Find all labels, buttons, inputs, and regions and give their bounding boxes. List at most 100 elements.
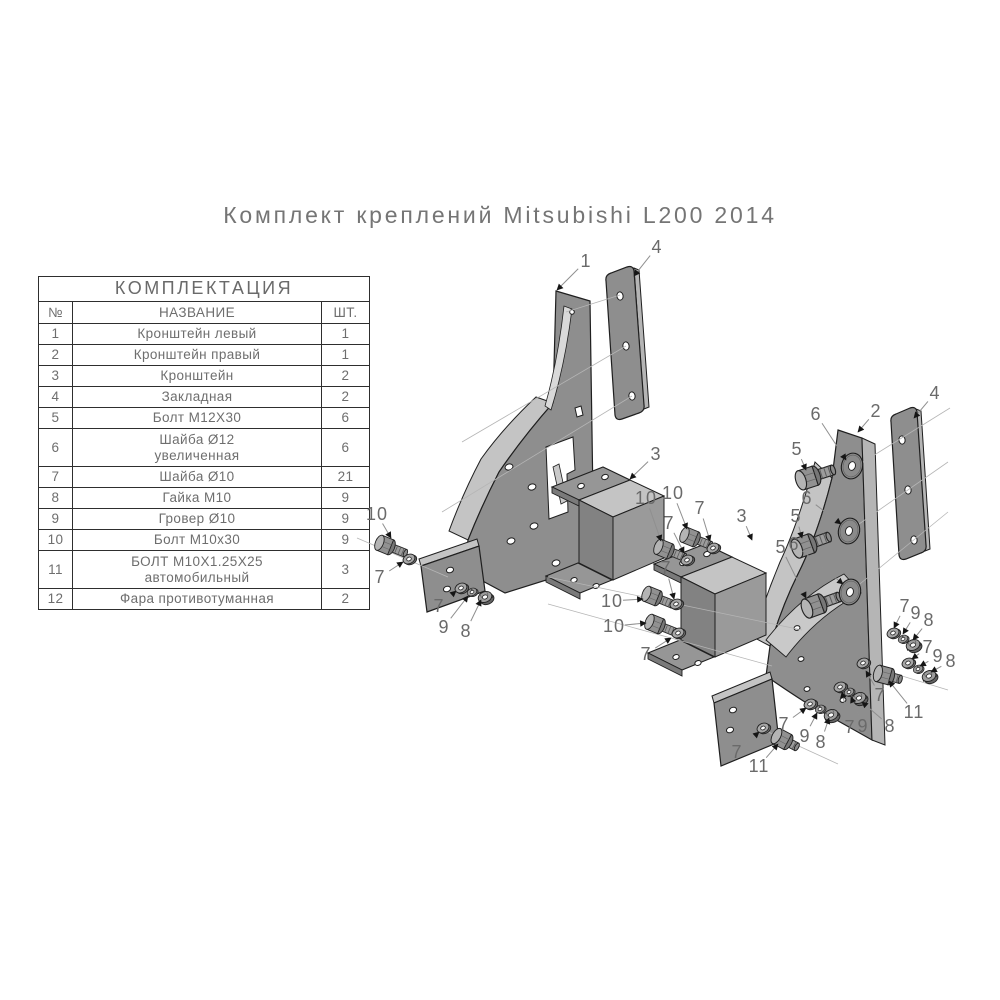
leader-line xyxy=(815,504,842,525)
washer-icon xyxy=(454,582,470,595)
part-bracket-right xyxy=(711,429,886,767)
callout-label: 8 xyxy=(923,610,934,630)
row-qty: 2 xyxy=(321,588,370,610)
kit-table-title: КОМПЛЕКТАЦИЯ xyxy=(38,276,370,302)
leader-line xyxy=(792,707,807,718)
row-name: Фара противотуманная xyxy=(72,588,322,610)
part-plate-right xyxy=(890,406,931,561)
callout-label: 10 xyxy=(603,616,625,636)
callout-label: 6 xyxy=(788,534,799,554)
part-bracket-left-foot xyxy=(418,538,486,613)
callout-label: 11 xyxy=(904,702,925,722)
leader-line xyxy=(744,731,760,745)
col-header-num: № xyxy=(38,301,73,324)
callout-label: 10 xyxy=(635,488,657,508)
callout-label: 10 xyxy=(601,591,623,611)
callout-label: 11 xyxy=(749,756,770,776)
leader-line xyxy=(382,523,392,539)
big-washer-icon xyxy=(837,517,861,545)
row-qty: 21 xyxy=(321,466,370,488)
row-name: Кронштейн правый xyxy=(72,344,322,366)
leader-line xyxy=(668,578,676,600)
callout-label: 7 xyxy=(660,558,671,578)
callout-label: 4 xyxy=(929,383,940,403)
washer-icon xyxy=(671,627,687,640)
leader-line xyxy=(702,518,712,542)
leader-line xyxy=(802,550,844,585)
leader-line xyxy=(850,696,860,717)
washer-icon xyxy=(833,681,849,694)
guide-line xyxy=(854,407,951,468)
callout-label: 9 xyxy=(799,726,810,746)
spring-washer-icon xyxy=(843,687,856,697)
leader-line xyxy=(821,422,847,461)
spring-washer-icon xyxy=(466,587,479,597)
guide-line xyxy=(461,345,627,443)
guide-line xyxy=(849,511,949,593)
callout-label: 7 xyxy=(731,742,742,762)
leader-line xyxy=(840,691,849,717)
callout-label: 7 xyxy=(778,714,789,734)
leader-line xyxy=(861,701,882,720)
callout-label: 8 xyxy=(884,716,895,736)
callout-label: 7 xyxy=(694,498,705,518)
leader-line xyxy=(556,268,579,291)
row-qty: 3 xyxy=(321,550,370,589)
guide-line xyxy=(848,461,949,532)
leader-line xyxy=(797,526,804,539)
leader-line xyxy=(824,717,831,732)
leader-line xyxy=(912,628,923,641)
leader-line xyxy=(765,743,779,759)
leader-line xyxy=(673,532,685,554)
washer-icon xyxy=(886,627,902,640)
callout-label: 9 xyxy=(932,646,943,666)
nut-icon xyxy=(851,692,869,707)
leader-line xyxy=(913,401,929,419)
washer-icon xyxy=(856,657,872,670)
row-qty: 2 xyxy=(321,386,370,408)
callout-label: 10 xyxy=(366,504,388,524)
callout-label: 7 xyxy=(922,637,933,657)
spring-washer-icon xyxy=(814,704,827,714)
leader-line xyxy=(633,255,651,277)
nut-icon xyxy=(921,670,939,685)
leader-line xyxy=(857,419,870,433)
callout-label: 7 xyxy=(899,596,910,616)
bolt-m11-icon xyxy=(872,664,903,686)
row-qty: 6 xyxy=(321,428,370,467)
callout-label: 6 xyxy=(801,488,812,508)
big-washer-icon xyxy=(838,578,862,606)
callout-label: 10 xyxy=(662,483,684,503)
washer-icon xyxy=(706,542,722,555)
leader-line xyxy=(622,596,644,603)
leader-line xyxy=(654,637,672,649)
part-plate-left xyxy=(605,265,650,421)
callout-label: 7 xyxy=(433,596,444,616)
bolt-m12-icon xyxy=(790,531,832,559)
leader-line xyxy=(649,508,663,542)
callout-label: 5 xyxy=(790,506,801,526)
row-name: Шайба Ø10 xyxy=(72,466,322,488)
part-bracket-left xyxy=(418,290,595,613)
washer-icon xyxy=(680,554,696,567)
callout-label: 5 xyxy=(791,439,802,459)
leader-line xyxy=(388,561,404,572)
part-channel-left xyxy=(544,466,666,600)
leader-line xyxy=(911,652,920,660)
callout-label: 2 xyxy=(870,401,881,421)
leader-line xyxy=(629,461,649,480)
part-bracket-right-foot xyxy=(711,671,780,767)
guide-line xyxy=(565,294,621,313)
washer-icon xyxy=(901,657,917,670)
drawing-title: Комплект креплений Mitsubishi L200 2014 xyxy=(223,202,777,228)
